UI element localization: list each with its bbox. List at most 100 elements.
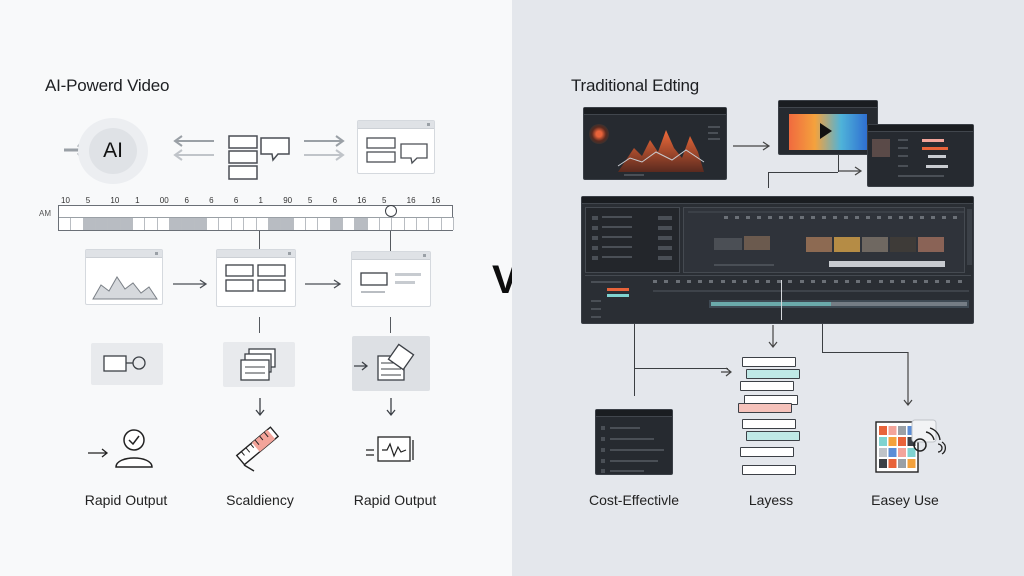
palette-swatch bbox=[898, 459, 906, 468]
timeline-cell bbox=[281, 218, 294, 230]
timeline-cell bbox=[194, 218, 208, 230]
timeline-cell bbox=[182, 218, 195, 230]
right-panel-title: Traditional Edting bbox=[571, 76, 700, 95]
ruler-tick bbox=[724, 216, 728, 219]
timeline-cell bbox=[157, 218, 171, 230]
timeline-tick-label: 1 bbox=[135, 196, 140, 205]
list-window-icon bbox=[595, 409, 673, 475]
timeline-prefix: AM bbox=[39, 209, 51, 218]
ruler-tick bbox=[745, 216, 750, 219]
ruler-tick bbox=[890, 280, 894, 283]
grid-layout-window bbox=[216, 249, 296, 307]
palette-swatch bbox=[907, 459, 916, 468]
ruler-tick bbox=[709, 280, 714, 283]
video-preview-window bbox=[778, 100, 878, 155]
ruler-tick bbox=[854, 216, 859, 219]
double-arrow-icon bbox=[172, 135, 216, 161]
timeline-cell bbox=[392, 218, 405, 230]
arrow-down-icon bbox=[386, 397, 396, 417]
timeline-cell bbox=[71, 218, 84, 230]
scrollbar[interactable] bbox=[967, 209, 972, 265]
arrow-down-icon bbox=[255, 397, 265, 417]
timeline-cell bbox=[207, 218, 220, 230]
palette-swatch bbox=[888, 437, 897, 446]
ruler-tick bbox=[865, 216, 870, 219]
ruler-tick bbox=[953, 216, 958, 219]
ruler-tick bbox=[898, 216, 903, 219]
ruler-tick bbox=[923, 280, 928, 283]
ruler-tick bbox=[811, 280, 815, 283]
timeline-tick-label: 16 bbox=[357, 196, 367, 205]
palette-swatch bbox=[898, 426, 906, 435]
arrow-icon bbox=[172, 276, 208, 289]
timeline-cell bbox=[318, 218, 331, 230]
timeline-cell bbox=[83, 218, 97, 230]
timeline-tick-label: 90 bbox=[283, 196, 293, 205]
ruler-icon bbox=[234, 425, 286, 473]
timeline-tick-label: 00 bbox=[159, 196, 169, 205]
palette-swatch bbox=[888, 459, 897, 468]
timeline-cell bbox=[268, 218, 282, 230]
timeline-cell bbox=[96, 218, 109, 230]
ruler-tick bbox=[957, 280, 962, 283]
timeline-cell bbox=[330, 218, 343, 230]
ruler-tick bbox=[777, 280, 782, 283]
timeline-tick-label: 16 bbox=[431, 196, 441, 205]
ruler-tick bbox=[833, 280, 838, 283]
timeline-cell bbox=[244, 218, 257, 230]
timeline-cell bbox=[145, 218, 158, 230]
arrow-icon bbox=[304, 276, 342, 289]
palette-swatch bbox=[888, 448, 897, 457]
ruler-tick bbox=[778, 216, 783, 219]
ruler-tick bbox=[765, 280, 770, 283]
timeline-cell bbox=[120, 218, 134, 230]
arrow-down-icon bbox=[768, 324, 778, 350]
ruler-tick bbox=[942, 216, 947, 219]
timeline-cell bbox=[342, 218, 356, 230]
timeline-cell bbox=[379, 218, 393, 230]
grid-layout-icon bbox=[225, 264, 286, 292]
flow-node-tile bbox=[91, 343, 163, 385]
ruler-tick bbox=[686, 280, 691, 283]
chat-layout-window bbox=[357, 120, 435, 174]
layers-stack-icon bbox=[738, 357, 808, 479]
ruler-tick bbox=[822, 280, 827, 283]
timeline-cell bbox=[170, 218, 183, 230]
source-viewer[interactable] bbox=[683, 207, 965, 273]
timeline-tracks[interactable] bbox=[585, 275, 971, 321]
ruler-tick bbox=[698, 280, 703, 283]
arrow-icon bbox=[838, 163, 864, 176]
stacked-cards-tile bbox=[223, 342, 295, 387]
ruler-tick bbox=[844, 216, 848, 219]
ruler-tick bbox=[734, 216, 739, 219]
ruler-tick bbox=[664, 280, 669, 283]
timeline-tick-label: 6 bbox=[209, 196, 214, 205]
text-layout-window bbox=[351, 251, 431, 307]
timeline-playhead[interactable] bbox=[781, 280, 782, 320]
media-bin[interactable] bbox=[585, 207, 680, 273]
settings-window bbox=[867, 124, 974, 187]
flow-node-icon bbox=[103, 355, 146, 372]
palette-swatch bbox=[879, 448, 887, 457]
palette-swatch bbox=[898, 437, 906, 446]
timeline-cell bbox=[416, 218, 430, 230]
timeline-playhead[interactable] bbox=[385, 205, 397, 217]
arrow-cards-tile bbox=[352, 336, 430, 391]
area-chart-window bbox=[85, 249, 163, 305]
ruler-tick bbox=[878, 280, 883, 283]
timeline-cell bbox=[355, 218, 368, 230]
timeline-cell bbox=[441, 218, 454, 230]
timeline-cell bbox=[367, 218, 380, 230]
ruler-tick bbox=[653, 280, 657, 283]
arrow-down-icon bbox=[903, 352, 913, 408]
timeline-tick-label: 1 bbox=[258, 196, 263, 205]
ruler-tick bbox=[754, 280, 759, 283]
ruler-tick bbox=[867, 280, 872, 283]
timeline-tick-label: 6 bbox=[332, 196, 338, 205]
play-icon[interactable] bbox=[820, 123, 832, 139]
timeline-cell bbox=[133, 218, 146, 230]
layout-chat-icon bbox=[228, 135, 292, 181]
feature-label-scaldiency: Scaldiency bbox=[226, 492, 294, 508]
ruler-tick bbox=[946, 280, 951, 283]
